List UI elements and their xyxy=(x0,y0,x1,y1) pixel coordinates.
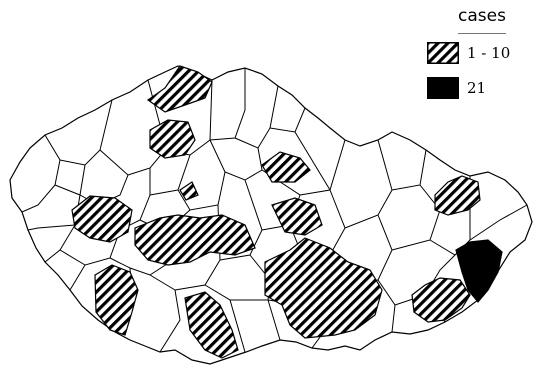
district-hatched xyxy=(149,119,196,159)
legend-divider xyxy=(458,33,506,34)
district-hatched xyxy=(146,65,213,113)
district-solid xyxy=(455,239,503,303)
legend-swatch-solid xyxy=(427,77,459,99)
hatched-districts xyxy=(71,65,481,359)
legend-label-solid: 21 xyxy=(467,79,487,97)
district-hatched xyxy=(264,237,383,339)
district-hatched xyxy=(94,264,139,336)
legend-swatch-hatched xyxy=(427,42,459,64)
district-hatched xyxy=(271,197,323,236)
district-hatched xyxy=(134,214,256,266)
district-hatched xyxy=(434,175,481,216)
legend-title: cases xyxy=(458,6,506,26)
district-hatched xyxy=(71,195,133,243)
district-hatched xyxy=(184,291,239,359)
district-hatched xyxy=(411,277,471,323)
legend-label-hatched: 1 - 10 xyxy=(467,44,511,62)
district-hatched xyxy=(261,151,311,183)
district-hatched xyxy=(179,181,199,201)
